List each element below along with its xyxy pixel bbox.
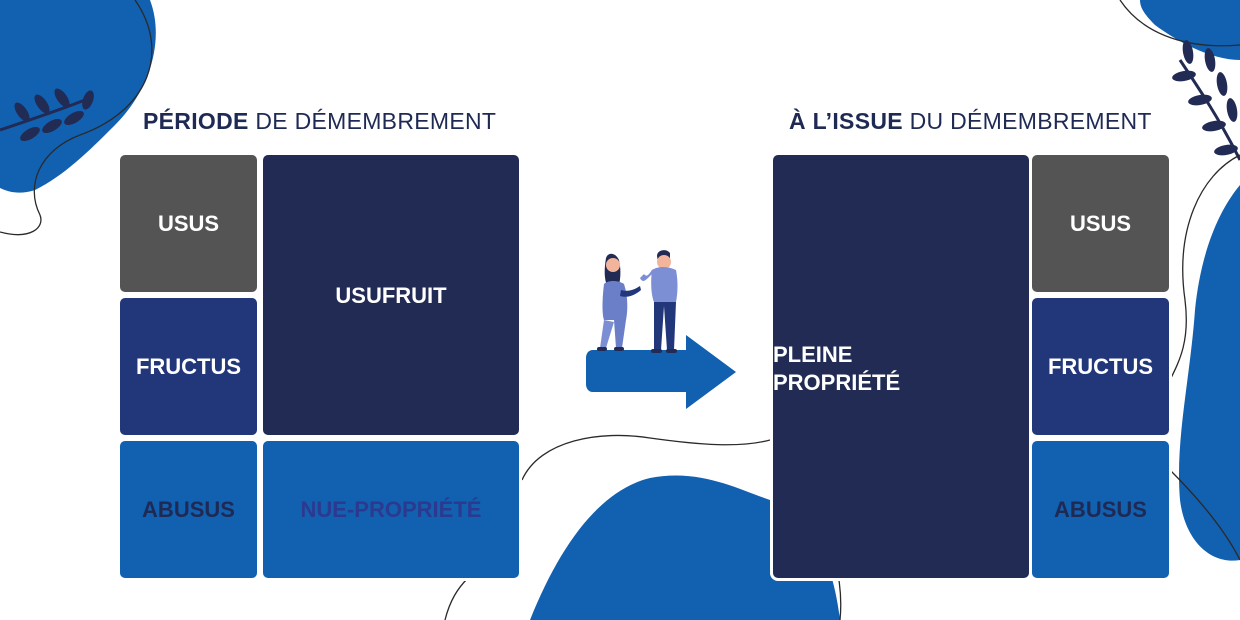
left-title-bold: PÉRIODE bbox=[143, 108, 249, 134]
nue-propriete-box: NUE-PROPRIÉTÉ bbox=[260, 438, 522, 581]
leaf-branch-icon bbox=[0, 88, 94, 141]
line-bottom-center bbox=[521, 434, 771, 481]
right-usus-label: USUS bbox=[1069, 210, 1132, 236]
right-title-rest: DU DÉMEMBREMENT bbox=[909, 108, 1152, 134]
blob-top-left bbox=[0, 0, 156, 193]
left-abusus-box: ABUSUS bbox=[117, 438, 260, 581]
line-top-left bbox=[0, 0, 153, 236]
line-right bbox=[1169, 154, 1240, 381]
arrow-right-icon bbox=[586, 335, 736, 409]
line-bottom-left bbox=[444, 577, 469, 620]
left-panel-title: PÉRIODE DE DÉMEMBREMENT bbox=[143, 108, 496, 138]
pleine-propriete-line1: PLEINE bbox=[773, 342, 853, 367]
left-usus-label: USUS bbox=[157, 210, 220, 236]
usufruit-box: USUFRUIT bbox=[260, 152, 522, 438]
right-panel-title: À L’ISSUE DU DÉMEMBREMENT bbox=[789, 108, 1152, 138]
blob-right bbox=[1178, 185, 1240, 561]
line-top-right bbox=[1119, 0, 1240, 47]
usufruit-label: USUFRUIT bbox=[335, 283, 447, 308]
left-fructus-label: FRUCTUS bbox=[135, 353, 242, 379]
nue-propriete-label: NUE-PROPRIÉTÉ bbox=[300, 496, 482, 522]
pleine-propriete-line2: PROPRIÉTÉ bbox=[773, 370, 901, 395]
right-fructus-label: FRUCTUS bbox=[1047, 353, 1154, 379]
right-fructus-box: FRUCTUS bbox=[1029, 295, 1172, 438]
right-abusus-box: ABUSUS bbox=[1029, 438, 1172, 581]
right-title-bold: À L’ISSUE bbox=[789, 108, 903, 134]
left-usus-box: USUS bbox=[117, 152, 260, 295]
people-talking-illustration bbox=[597, 250, 678, 353]
leaf-branch-icon bbox=[1172, 40, 1240, 161]
left-abusus-label: ABUSUS bbox=[142, 496, 235, 522]
left-title-rest: DE DÉMEMBREMENT bbox=[255, 108, 497, 134]
right-abusus-label: ABUSUS bbox=[1054, 496, 1147, 522]
line-right-lower bbox=[1169, 469, 1240, 561]
blob-bottom-center bbox=[530, 475, 770, 620]
pleine-propriete-box: PLEINE PROPRIÉTÉ bbox=[770, 152, 1032, 581]
blob-top-right bbox=[1140, 0, 1240, 60]
left-fructus-box: FRUCTUS bbox=[117, 295, 260, 438]
right-usus-box: USUS bbox=[1029, 152, 1172, 295]
